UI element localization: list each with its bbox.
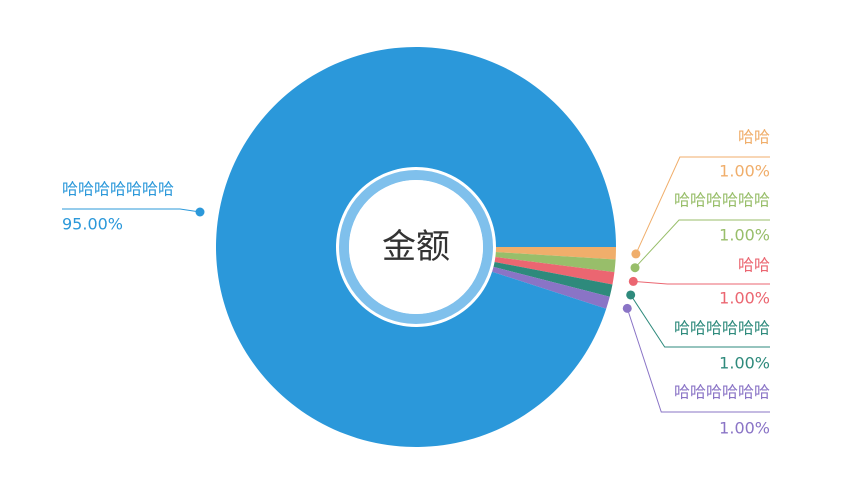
label-dot — [631, 249, 641, 259]
donut-hole — [349, 180, 483, 314]
pie-slice[interactable] — [492, 266, 610, 309]
slice-label: 哈哈 — [738, 256, 770, 275]
label-leader-line — [634, 219, 770, 269]
slice-label: 哈哈哈哈哈哈哈 — [62, 180, 174, 199]
label-leader-line — [626, 308, 770, 413]
center-label: 金额 — [382, 227, 450, 267]
pie-slice[interactable] — [495, 252, 616, 273]
pie-slice[interactable] — [215, 46, 616, 447]
slice-percent-label: 1.00% — [719, 289, 770, 308]
label-dot — [622, 303, 632, 313]
label-dot — [630, 263, 640, 273]
slice-percent-label: 1.00% — [719, 419, 770, 438]
slice-label: 哈哈哈哈哈哈 — [674, 319, 770, 338]
pie-slice[interactable] — [494, 257, 615, 285]
label-leader-line — [635, 156, 770, 255]
slice-percent-label: 1.00% — [719, 354, 770, 373]
slice-percent-label: 95.00% — [62, 215, 123, 234]
inner-ring — [339, 170, 493, 324]
label-leader-line — [633, 280, 770, 285]
pie-slice[interactable] — [495, 247, 616, 260]
pie-slice[interactable] — [493, 261, 613, 297]
slice-label: 哈哈哈哈哈哈 — [674, 191, 770, 210]
slice-label: 哈哈哈哈哈哈 — [674, 383, 770, 402]
slice-label: 哈哈 — [738, 128, 770, 147]
slice-percent-label: 1.00% — [719, 162, 770, 181]
label-dot — [195, 207, 205, 217]
label-dot — [626, 290, 636, 300]
label-leader-line — [630, 294, 770, 348]
label-leader-line — [62, 208, 201, 213]
label-dot — [628, 276, 638, 286]
slice-percent-label: 1.00% — [719, 226, 770, 245]
